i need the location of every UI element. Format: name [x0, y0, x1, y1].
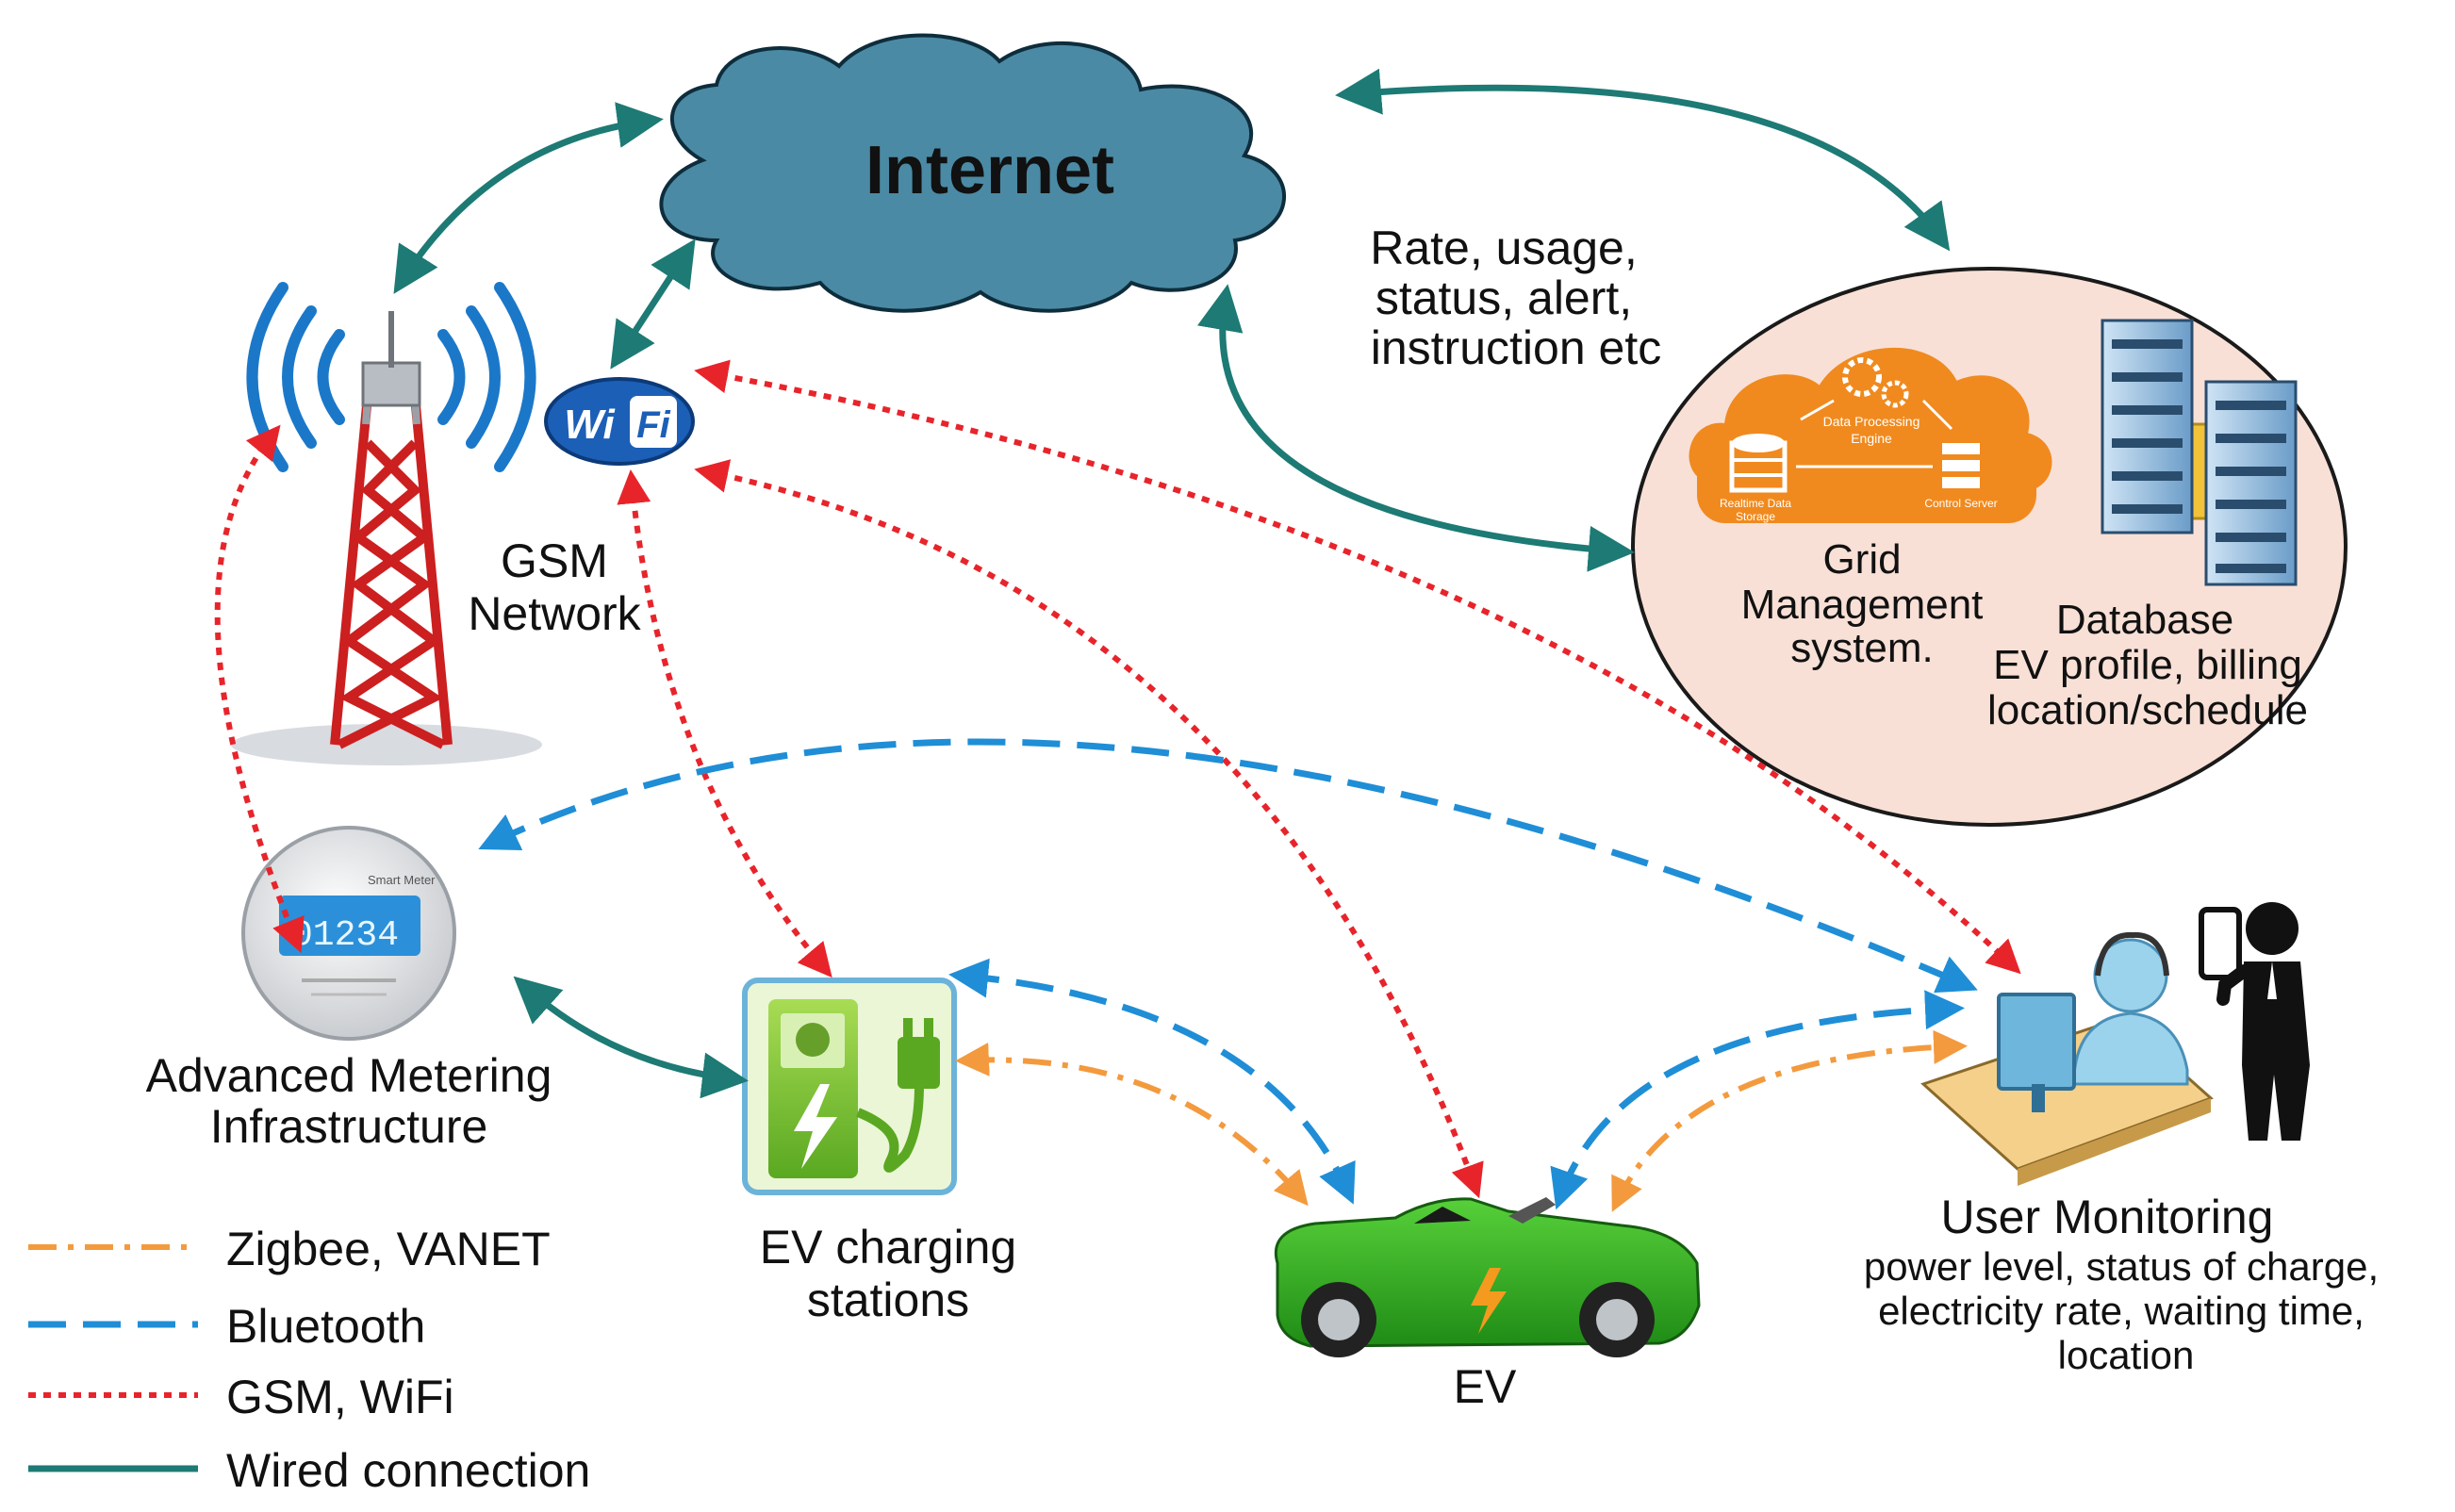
wired-internet-datacenter [1335, 68, 1951, 252]
charging-station-icon [742, 978, 957, 1195]
database-server-icon [2101, 319, 2298, 586]
info-label-2: status, alert, [1376, 271, 1632, 324]
ami-label-1: Advanced Metering [146, 1049, 552, 1102]
info-label-3: instruction etc [1371, 321, 1661, 374]
control-server-icon [1942, 443, 1980, 488]
ev-car-icon [1275, 1197, 1701, 1357]
grid-label-2: Management [1741, 582, 1984, 628]
charging-label-1: EV charging [760, 1221, 1016, 1274]
bluetooth-station-ev [948, 958, 1356, 1205]
legend-label-zigbee: Zigbee, VANET [226, 1223, 551, 1275]
legend-item-gsm-wifi: GSM, WiFi [28, 1371, 454, 1423]
wifi-station [617, 469, 832, 978]
user-label-title: User Monitoring [1941, 1191, 2274, 1243]
user-label-3: location [2058, 1333, 2195, 1377]
meter-brand: Smart Meter [368, 873, 436, 887]
person-with-phone-icon [2199, 902, 2310, 1141]
legend-label-gsm-wifi: GSM, WiFi [226, 1371, 454, 1423]
legend-label-wired: Wired connection [226, 1444, 590, 1497]
database-label-2: EV profile, billing [1993, 642, 2302, 688]
zigbee-ev-user [1611, 1029, 1968, 1212]
grid-cloud-text-3: Realtime Data [1720, 497, 1791, 510]
charging-label-2: stations [807, 1274, 969, 1326]
wired-meter-station [513, 976, 749, 1099]
internet-label: Internet [865, 133, 1114, 208]
grid-label-3: system. [1790, 625, 1934, 671]
legend-item-wired: Wired connection [28, 1444, 590, 1497]
gsm-label-2: Network [468, 587, 641, 640]
bluetooth-meter-user [478, 738, 1978, 994]
meter-reading: 01234 [291, 915, 399, 956]
wifi-badge-icon: Wi Fi [544, 377, 695, 466]
wired-wifi-internet [610, 238, 696, 370]
ami-label-2: Infrastructure [210, 1100, 488, 1153]
database-label-1: Database [2056, 597, 2233, 643]
ev-label: EV [1454, 1360, 1517, 1413]
legend-item-zigbee: Zigbee, VANET [28, 1223, 551, 1275]
lightning-bolt-icon [1471, 1268, 1507, 1334]
grid-cloud-text-1: Data Processing [1823, 414, 1920, 429]
wifi-badge-right: Fi [636, 404, 670, 446]
wired-gsm-internet [393, 102, 664, 294]
wifi-badge-left: Wi [564, 402, 615, 448]
wifi-user [694, 359, 2021, 975]
grid-cloud-text-2: Engine [1851, 431, 1892, 446]
gsm-label-1: GSM [501, 534, 608, 587]
smart-meter-icon: Smart Meter 01234 [241, 826, 456, 1041]
bluetooth-ev-user [1550, 990, 1965, 1210]
grid-cloud-text-5: Control Server [1924, 497, 1997, 510]
internet-cloud: Internet [659, 33, 1286, 313]
connections [214, 68, 2021, 1212]
legend-item-bluetooth: Bluetooth [28, 1300, 425, 1353]
user-label-2: electricity rate, waiting time, [1878, 1289, 2364, 1333]
database-label-3: location/schedule [1987, 687, 2308, 733]
legend: Zigbee, VANET Bluetooth GSM, WiFi Wired … [28, 1223, 590, 1497]
user-monitoring-icon [1920, 902, 2310, 1186]
info-label-1: Rate, usage, [1370, 222, 1638, 274]
zigbee-station-ev [955, 1042, 1309, 1207]
grid-label-1: Grid [1822, 536, 1901, 583]
gsm-tower-icon [231, 282, 542, 765]
gsm-tower-meter [214, 424, 305, 954]
legend-label-bluetooth: Bluetooth [226, 1300, 425, 1353]
user-label-1: power level, status of charge, [1864, 1244, 2379, 1289]
grid-cloud-text-4: Storage [1736, 510, 1775, 523]
data-center-group: Data Processing Engine Realtime Data Sto… [1631, 267, 2348, 827]
info-label: Rate, usage, status, alert, instruction … [1370, 222, 1661, 374]
